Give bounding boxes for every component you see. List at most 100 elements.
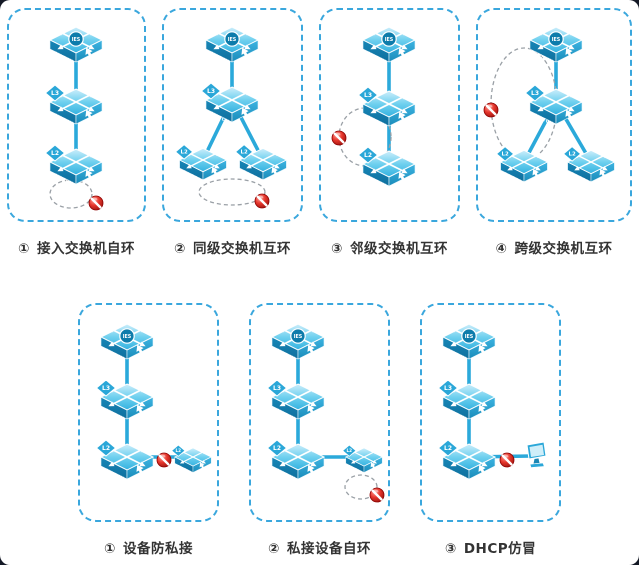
ies-badge <box>461 328 477 344</box>
prohibited-loop-icon <box>254 193 270 209</box>
up-arrow-icon <box>271 166 279 178</box>
layer-badge-label: L3 <box>364 92 372 99</box>
layer-badge: L3 <box>95 379 117 397</box>
ies-badge <box>68 31 84 47</box>
ies-badge-label: IES <box>294 334 303 340</box>
switch-arrow-icon <box>577 154 605 170</box>
up-arrow-icon <box>398 47 406 59</box>
layer-badge: L2 <box>171 444 186 457</box>
layer-badge: L3 <box>437 379 459 397</box>
up-arrow-icon <box>241 47 249 59</box>
layer-badge: L3 <box>44 84 66 102</box>
prohibited-loop-icon <box>483 102 499 118</box>
layer-badge-label: L3 <box>102 385 110 392</box>
caption-number: ② <box>268 541 280 557</box>
up-arrow-icon <box>211 166 219 178</box>
layer-badge: L2 <box>342 444 357 457</box>
ies-badge <box>548 31 564 47</box>
switch-icon: SWITCH L2 <box>171 444 212 474</box>
up-arrow-icon <box>565 47 573 59</box>
switch-arrow-icon <box>373 155 405 173</box>
ies-badge <box>381 31 397 47</box>
ies-badge-label: IES <box>123 334 132 340</box>
layer-badge-label: L3 <box>444 385 452 392</box>
up-arrow-icon <box>478 404 486 416</box>
up-arrow-icon <box>85 169 93 181</box>
layer-badge-label: L3 <box>207 88 215 95</box>
ies-badge-label: IES <box>552 37 561 43</box>
caption-text: 接入交换机自环 <box>36 241 135 257</box>
caption-text: 邻级交换机互环 <box>349 241 448 257</box>
up-arrow-icon <box>85 47 93 59</box>
up-arrow-icon <box>478 344 486 356</box>
switch-label: SWITCH <box>177 464 192 474</box>
layer-badge: L2 <box>437 439 459 457</box>
up-arrow-icon <box>307 344 315 356</box>
prohibited-loop-icon <box>331 130 347 146</box>
ies-badge <box>224 31 240 47</box>
layer-badge-label: L2 <box>273 445 281 452</box>
layer-badge-label: L2 <box>102 445 110 452</box>
layer-badge-label: L2 <box>51 150 59 157</box>
layer-badge: L2 <box>44 144 66 162</box>
caption-text: DHCP仿冒 <box>463 541 537 557</box>
up-arrow-icon <box>307 404 315 416</box>
layer-badge: L2 <box>174 144 194 160</box>
caption-number: ① <box>18 241 30 257</box>
up-arrow-icon <box>136 344 144 356</box>
layer-badge-label: L2 <box>176 448 182 453</box>
ies-badge <box>119 328 135 344</box>
caption-text: 跨级交换机互环 <box>514 241 613 257</box>
caption-number: ③ <box>331 241 343 257</box>
layer-badge-label: L3 <box>531 90 539 97</box>
layer-badge-label: L2 <box>569 152 576 158</box>
prohibited-loop-icon <box>88 195 104 211</box>
layer-badge: L2 <box>266 439 288 457</box>
caption-number: ③ <box>444 541 457 557</box>
caption-number: ① <box>104 541 116 557</box>
layer-badge: L3 <box>200 82 222 100</box>
up-arrow-icon <box>599 168 607 180</box>
up-arrow-icon <box>136 464 144 476</box>
layer-badge: L2 <box>495 146 515 162</box>
up-arrow-icon <box>307 464 315 476</box>
ies-badge-label: IES <box>228 37 237 43</box>
caption-text: 同级交换机互环 <box>192 241 291 257</box>
switch-arrow-icon <box>282 448 314 466</box>
switch-arrow-icon <box>189 152 217 168</box>
layer-badge-label: L2 <box>444 445 452 452</box>
ies-badge-label: IES <box>465 334 474 340</box>
layer-badge-label: L2 <box>364 152 372 159</box>
switch-arrow-icon <box>353 451 375 463</box>
pc-monitor-icon <box>526 441 547 468</box>
panel-caption: ② 同级交换机互环 <box>174 237 291 257</box>
switch-arrow-icon <box>453 448 485 466</box>
panel-caption: ① 接入交换机自环 <box>18 237 135 257</box>
caption-number: ② <box>174 241 186 257</box>
layer-badge: L3 <box>524 84 546 102</box>
layer-badge: L2 <box>357 146 379 164</box>
layer-badge-label: L2 <box>347 448 353 453</box>
